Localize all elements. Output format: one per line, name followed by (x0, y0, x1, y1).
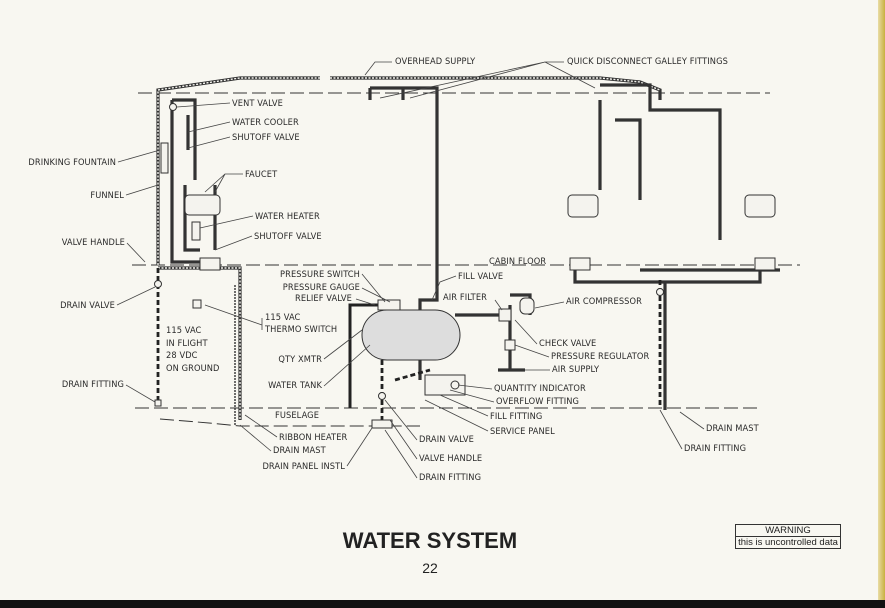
label-relief-valve: RELIEF VALVE (295, 293, 352, 304)
label-pressure-gauge: PRESSURE GAUGE (283, 282, 360, 293)
label-service-panel: SERVICE PANEL (490, 426, 555, 437)
label-drain-valve-2: DRAIN VALVE (419, 434, 474, 445)
label-power-2: IN FLIGHT (166, 338, 208, 349)
label-overflow-fitting: OVERFLOW FITTING (496, 396, 579, 407)
label-pressure-regulator: PRESSURE REGULATOR (551, 351, 650, 362)
label-drain-fitting: DRAIN FITTING (62, 379, 124, 390)
pipes (156, 76, 780, 425)
label-drain-mast-right: DRAIN MAST (706, 423, 760, 434)
label-air-compressor: AIR COMPRESSOR (566, 296, 642, 307)
air-compressor (519, 297, 535, 315)
scan-edge-right (878, 0, 885, 600)
label-pressure-switch: PRESSURE SWITCH (280, 269, 360, 280)
labels: OVERHEAD SUPPLY QUICK DISCONNECT GALLEY … (28, 56, 759, 483)
label-fuselage: FUSELAGE (275, 410, 319, 421)
quantity-indicator (450, 380, 460, 390)
label-water-heater: WATER HEATER (255, 211, 320, 222)
label-fill-valve: FILL VALVE (458, 271, 503, 282)
label-valve-handle: VALVE HANDLE (62, 237, 125, 248)
label-power-3: 28 VDC (166, 350, 198, 361)
thermo-switch (192, 299, 202, 309)
label-thermo-volt: 115 VAC (265, 312, 301, 323)
drinking-fountain (160, 142, 169, 174)
label-fill-fitting: FILL FITTING (490, 411, 542, 422)
warning-box: WARNING this is uncontrolled data (735, 524, 841, 549)
label-vent-valve: VENT VALVE (232, 98, 283, 109)
page-number: 22 (422, 560, 438, 576)
water-tank (361, 309, 461, 361)
label-quantity-indicator: QUANTITY INDICATOR (494, 383, 586, 394)
label-drain-fitting-2: DRAIN FITTING (419, 472, 481, 483)
label-quick-disconnect: QUICK DISCONNECT GALLEY FITTINGS (567, 56, 728, 67)
components (154, 103, 776, 429)
label-funnel: FUNNEL (90, 190, 124, 201)
label-drain-panel-instl: DRAIN PANEL INSTL (262, 461, 345, 472)
label-shutoff-valve-2: SHUTOFF VALVE (254, 231, 322, 242)
label-drain-mast-left: DRAIN MAST (273, 445, 327, 456)
label-qty-xmtr: QTY XMTR (278, 354, 322, 365)
label-thermo-switch: THERMO SWITCH (264, 324, 337, 335)
right-galley-2 (744, 194, 776, 218)
label-drain-valve: DRAIN VALVE (60, 300, 115, 311)
label-power-4: ON GROUND (166, 363, 219, 374)
service-panel (424, 374, 466, 396)
label-ribbon-heater: RIBBON HEATER (279, 432, 348, 443)
scan-edge-bottom (0, 600, 885, 608)
label-air-supply: AIR SUPPLY (552, 364, 600, 375)
label-water-cooler: WATER COOLER (232, 117, 299, 128)
label-valve-handle-2: VALVE HANDLE (419, 453, 482, 464)
label-cabin-floor: CABIN FLOOR (489, 256, 546, 267)
leader-lines (116, 61, 705, 479)
label-check-valve: CHECK VALVE (539, 338, 596, 349)
label-water-tank: WATER TANK (268, 380, 322, 391)
label-power-1: 115 VAC (166, 325, 202, 336)
label-drain-fitting-right: DRAIN FITTING (684, 443, 746, 454)
label-shutoff-valve: SHUTOFF VALVE (232, 132, 300, 143)
warning-text: this is uncontrolled data (738, 537, 838, 548)
label-overhead-supply: OVERHEAD SUPPLY (395, 56, 476, 67)
air-filter (498, 308, 512, 322)
right-galley-1 (567, 194, 599, 218)
label-air-filter: AIR FILTER (443, 292, 487, 303)
label-faucet: FAUCET (245, 169, 278, 180)
page-title: WATER SYSTEM (342, 528, 518, 553)
label-drinking-fountain: DRINKING FOUNTAIN (28, 157, 116, 168)
warning-heading: WARNING (736, 525, 840, 537)
